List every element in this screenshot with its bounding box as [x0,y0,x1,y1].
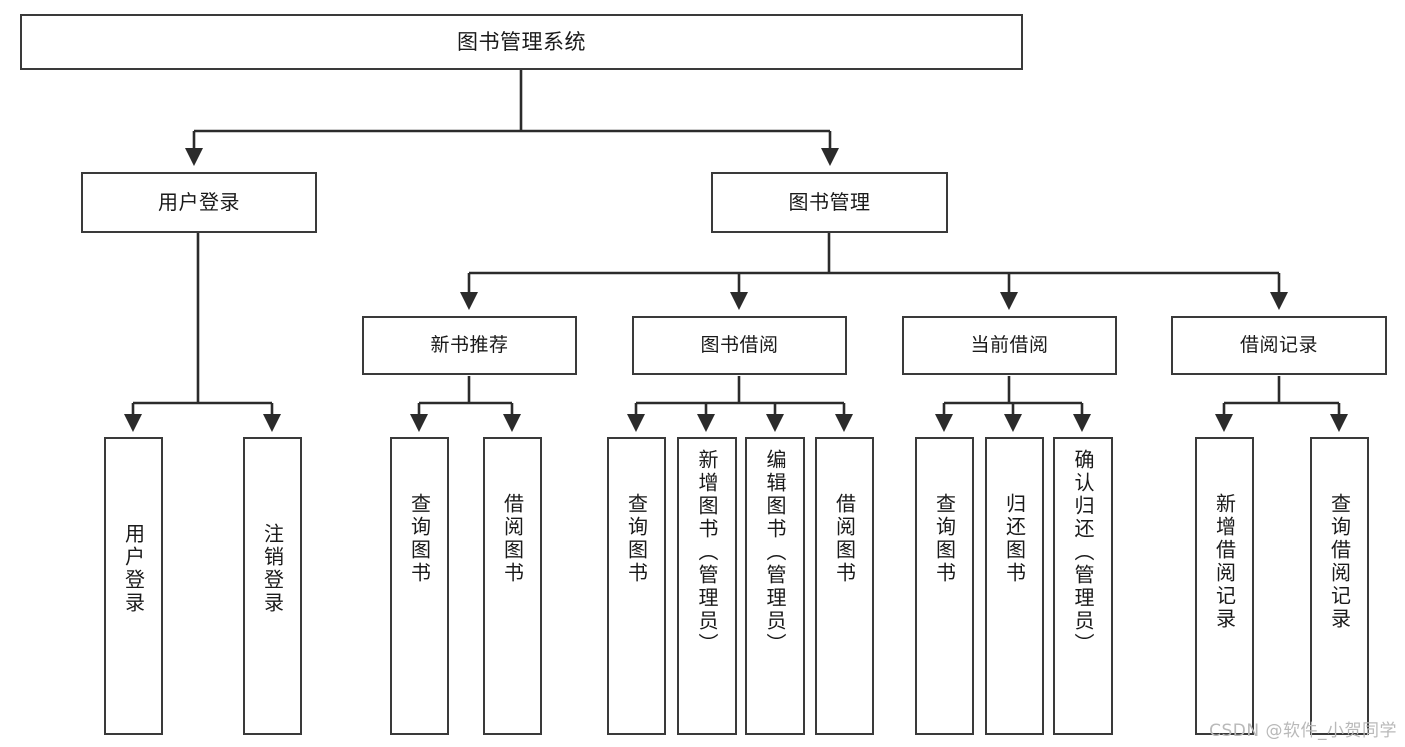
node-new-book-recommend-label: 新书推荐 [430,334,509,357]
node-root[interactable]: 图书管理系统 [20,14,1023,70]
node-current-borrow-label: 当前借阅 [970,334,1049,357]
node-current-borrow[interactable]: 当前借阅 [902,316,1117,375]
node-leaf-add-book-label: 新增图书（管理员） [695,449,719,656]
node-leaf-query-book-2[interactable]: 查询图书 [607,437,666,735]
node-leaf-logout-label: 注销登录 [260,523,285,615]
node-leaf-query-book-3[interactable]: 查询图书 [915,437,974,735]
node-leaf-query-book-1-label: 查询图书 [407,493,432,585]
node-leaf-edit-book-label: 编辑图书（管理员） [763,449,787,656]
node-leaf-query-record-label: 查询借阅记录 [1327,493,1352,631]
node-leaf-logout[interactable]: 注销登录 [243,437,302,735]
node-leaf-borrow-book-2[interactable]: 借阅图书 [815,437,874,735]
node-leaf-confirm-return[interactable]: 确认归还（管理员） [1053,437,1113,735]
node-leaf-borrow-book-1[interactable]: 借阅图书 [483,437,542,735]
node-root-label: 图书管理系统 [457,29,586,54]
node-book-manage[interactable]: 图书管理 [711,172,948,233]
node-leaf-query-book-2-label: 查询图书 [624,493,649,585]
watermark: CSDN @软件_小贺同学 [1209,721,1397,741]
node-borrow-record-label: 借阅记录 [1239,334,1318,357]
node-leaf-confirm-return-label: 确认归还（管理员） [1071,449,1095,656]
node-new-book-recommend[interactable]: 新书推荐 [362,316,577,375]
node-leaf-add-book[interactable]: 新增图书（管理员） [677,437,737,735]
node-user-login-label: 用户登录 [158,189,240,214]
node-leaf-query-record[interactable]: 查询借阅记录 [1310,437,1369,735]
node-leaf-user-login[interactable]: 用户登录 [104,437,163,735]
node-leaf-return-book-label: 归还图书 [1002,493,1027,585]
node-leaf-return-book[interactable]: 归还图书 [985,437,1044,735]
node-leaf-add-record-label: 新增借阅记录 [1212,493,1237,631]
node-leaf-query-book-1[interactable]: 查询图书 [390,437,449,735]
node-book-borrow-label: 图书借阅 [700,334,779,357]
node-user-login[interactable]: 用户登录 [81,172,317,233]
node-leaf-add-record[interactable]: 新增借阅记录 [1195,437,1254,735]
node-leaf-user-login-label: 用户登录 [121,523,146,615]
node-borrow-record[interactable]: 借阅记录 [1171,316,1387,375]
node-leaf-borrow-book-2-label: 借阅图书 [832,493,857,585]
node-leaf-edit-book[interactable]: 编辑图书（管理员） [745,437,805,735]
node-leaf-query-book-3-label: 查询图书 [932,493,957,585]
node-book-manage-label: 图书管理 [788,189,871,214]
node-leaf-borrow-book-1-label: 借阅图书 [500,493,525,585]
node-book-borrow[interactable]: 图书借阅 [632,316,847,375]
